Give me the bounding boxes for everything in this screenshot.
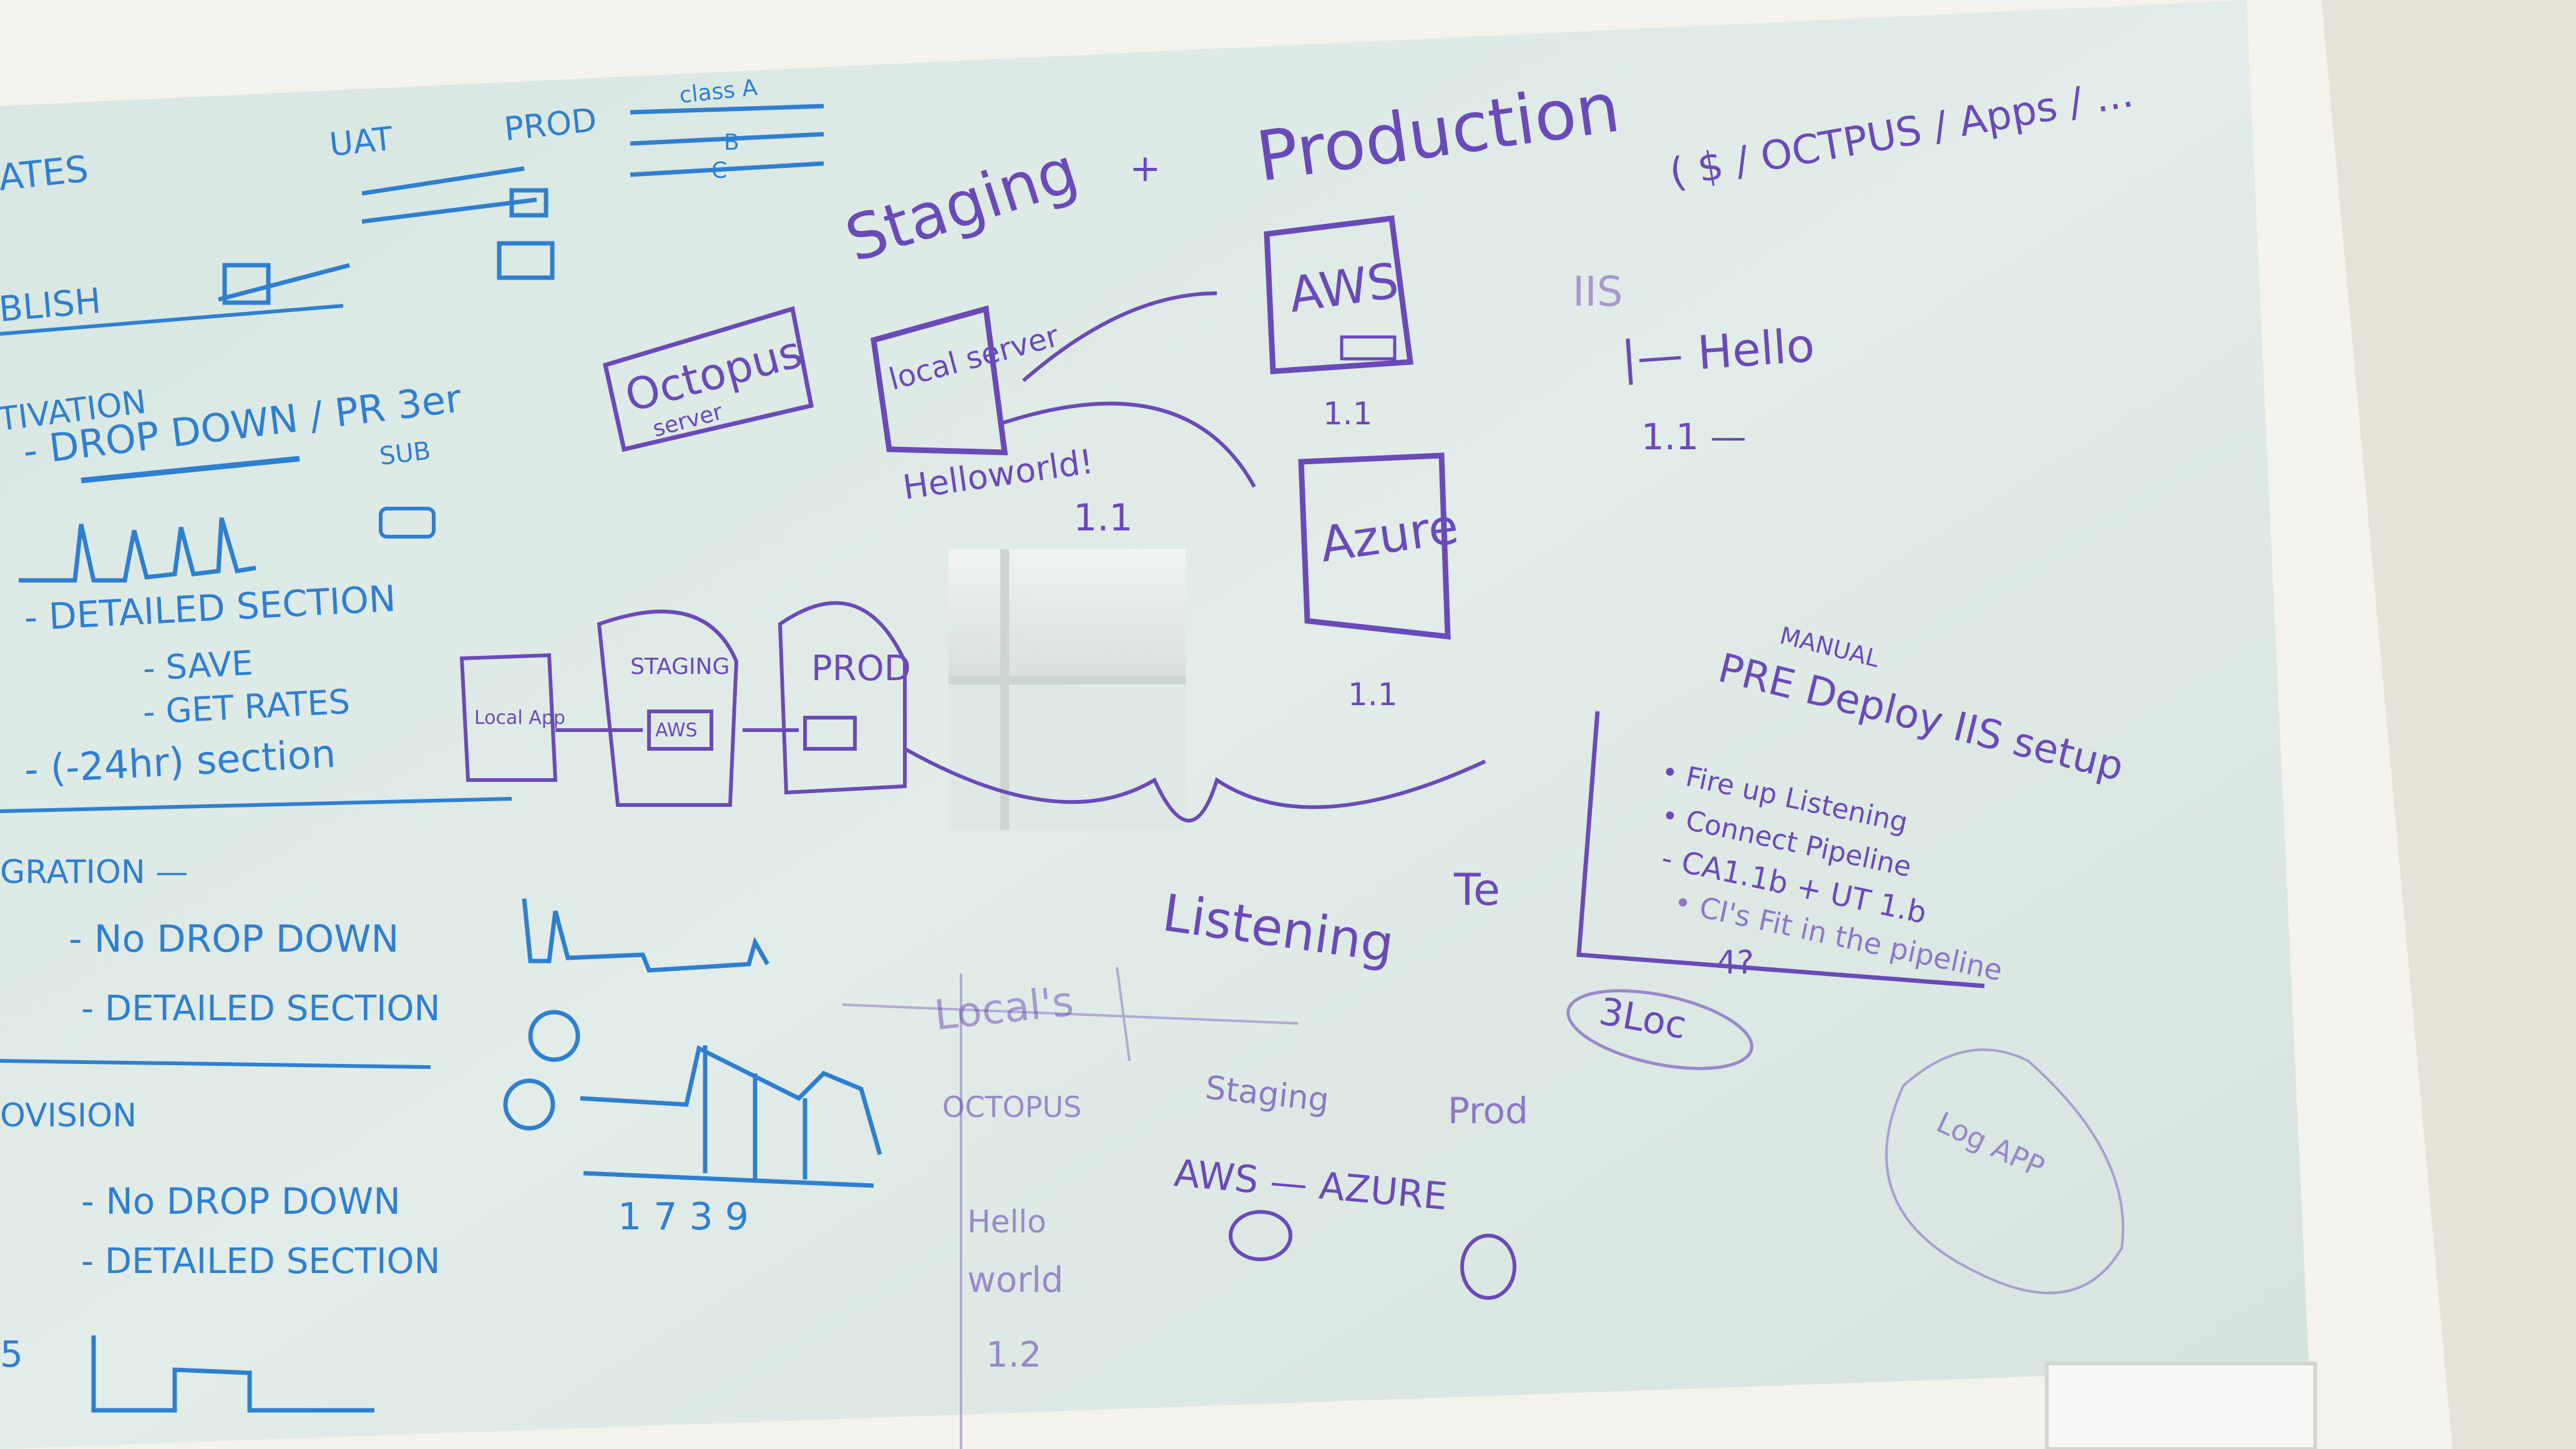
drop-down-underline bbox=[80, 456, 300, 484]
pre-deploy-bracket bbox=[1576, 711, 1985, 988]
drop-down-sub-label: SUB bbox=[378, 436, 432, 471]
registration-label: GRATION — bbox=[0, 854, 188, 891]
prod-circle bbox=[1460, 1234, 1516, 1300]
pipeline-sketch bbox=[459, 601, 1486, 822]
no-drop-down-2-label: - No DROP DOWN bbox=[81, 1180, 401, 1222]
left-five-label: 5 bbox=[0, 1333, 23, 1375]
iis-label: IIS bbox=[1573, 268, 1623, 316]
table-world-label: world bbox=[967, 1260, 1063, 1300]
detailed-section-3-label: - DETAILED SECTION bbox=[81, 1241, 440, 1282]
rates-label: ATES bbox=[0, 147, 90, 199]
deploy-curve bbox=[998, 291, 1256, 488]
registration-sparkline bbox=[522, 898, 770, 973]
plus-sign: + bbox=[1129, 147, 1161, 190]
uat-label: UAT bbox=[328, 120, 394, 164]
section-divider-2 bbox=[0, 1059, 431, 1069]
azure-version-label: 1.1 bbox=[1348, 676, 1398, 713]
detailed-section-2-label: - DETAILED SECTION bbox=[81, 988, 440, 1029]
center-version-label: 1.1 bbox=[1073, 496, 1133, 540]
listening-tail-label: Te bbox=[1453, 864, 1500, 915]
table-version-label: 1.2 bbox=[986, 1335, 1042, 1375]
activation-box bbox=[379, 507, 436, 539]
bottom-bar-sketch bbox=[91, 1335, 374, 1413]
table-octopus-label: OCTOPUS bbox=[942, 1090, 1081, 1124]
blue-notes: ATES UAT PROD class A B C BLISH TIVATION… bbox=[0, 75, 882, 1413]
log-app-blob bbox=[1885, 1048, 2125, 1294]
save-label: - SAVE bbox=[142, 643, 254, 688]
no-drop-down-1-label: - No DROP DOWN bbox=[69, 917, 399, 961]
bar-sketch bbox=[503, 1010, 882, 1188]
window-reflection bbox=[949, 549, 1186, 830]
bullet-5: 4? bbox=[1716, 944, 1754, 982]
staging-circle bbox=[1229, 1210, 1292, 1261]
table-prod-label: Prod bbox=[1448, 1090, 1528, 1132]
right-version-label: 1.1 — bbox=[1641, 416, 1747, 458]
table-hello-label: Hello bbox=[967, 1204, 1046, 1240]
bar-sketch-axis-labels: 1 7 3 9 bbox=[618, 1195, 749, 1239]
marker-tray bbox=[2045, 1362, 2317, 1449]
pipeline-staging-label: STAGING bbox=[630, 654, 729, 680]
section-divider-1 bbox=[0, 797, 512, 813]
publish-label: BLISH bbox=[0, 281, 102, 330]
promotion-arrows bbox=[218, 104, 824, 305]
pipeline-prod-label: PROD bbox=[811, 648, 911, 689]
pipeline-local-app-label: Local App bbox=[474, 707, 565, 729]
aws-version-label: 1.1 bbox=[1323, 396, 1373, 432]
local-table-lines bbox=[842, 967, 1299, 1449]
bloc-ellipse bbox=[1566, 989, 1754, 1070]
activation-sparkline bbox=[19, 517, 256, 583]
revision-label: OVISION bbox=[0, 1097, 137, 1134]
class-b-label: B bbox=[724, 130, 739, 155]
aws-inner-box bbox=[1340, 335, 1397, 361]
publish-underline bbox=[0, 304, 344, 336]
pipeline-aws-label: AWS bbox=[655, 720, 698, 741]
